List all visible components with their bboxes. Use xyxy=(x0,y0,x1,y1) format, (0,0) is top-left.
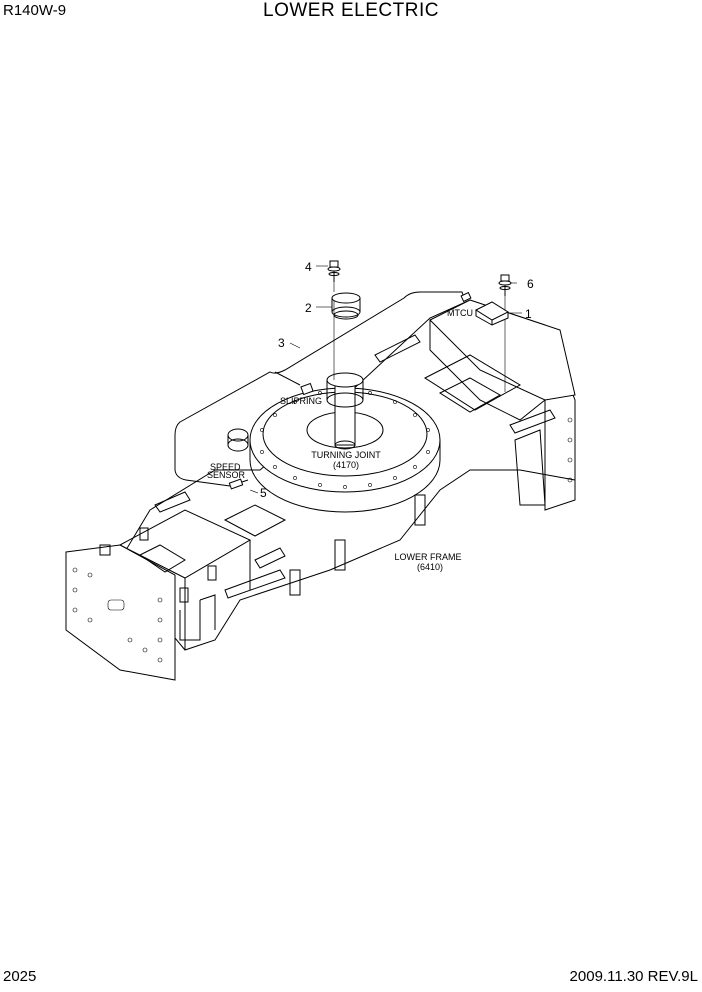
callout-1: 1 xyxy=(525,307,532,321)
part-1-mtcu xyxy=(474,301,510,326)
page-number: 2025 xyxy=(3,968,37,985)
label-slipring: SLIPRING xyxy=(280,396,322,406)
callout-6: 6 xyxy=(527,277,534,291)
part-3-wire-harness xyxy=(174,291,472,487)
model-name: R140W-9 xyxy=(3,2,67,19)
callout-3: 3 xyxy=(278,336,285,350)
part-4-bolt xyxy=(327,260,341,282)
label-speed-sensor-2: SENSOR xyxy=(207,470,246,480)
part-6-bolt xyxy=(498,274,512,296)
callout-4: 4 xyxy=(305,260,312,274)
slipring-connector xyxy=(300,382,314,396)
label-speed-sensor-1: SPEED xyxy=(210,462,241,472)
label-turning-joint: TURNING JOINT xyxy=(311,450,381,460)
callout-5: 5 xyxy=(260,486,267,500)
page-title: LOWER ELECTRIC xyxy=(263,0,439,21)
callout-2: 2 xyxy=(305,301,312,315)
part-5-speed-sensor xyxy=(228,478,249,490)
revision-date: 2009.11.30 REV.9L xyxy=(569,968,698,985)
label-turning-joint-code: (4170) xyxy=(333,460,359,470)
part-2-drawing xyxy=(331,292,361,320)
label-lower-frame: LOWER FRAME xyxy=(394,552,461,562)
label-mtcu: MTCU xyxy=(447,308,473,318)
swing-ring-drawing xyxy=(249,372,441,513)
label-lower-frame-code: (6410) xyxy=(417,562,443,572)
leader-lines xyxy=(249,265,522,494)
